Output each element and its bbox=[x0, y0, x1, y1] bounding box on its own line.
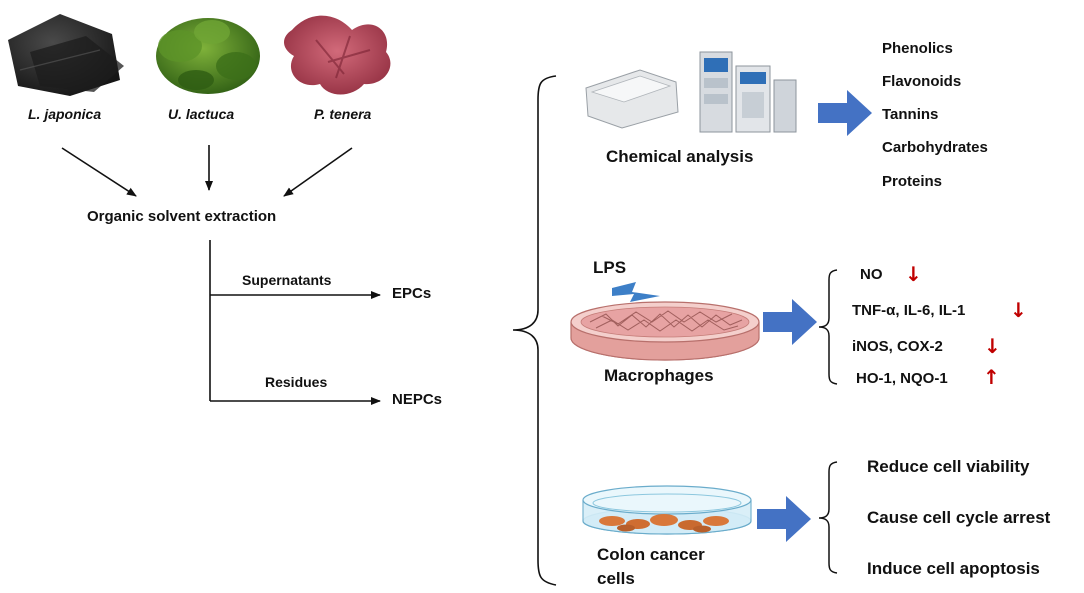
effect-cytokines: TNF-α, IL-6, IL-1 bbox=[852, 302, 966, 319]
macrophage-brace bbox=[818, 269, 838, 385]
hplc-instrument-image bbox=[699, 51, 797, 133]
colon-effect-apoptosis: Induce cell apoptosis bbox=[867, 559, 1040, 578]
spectrophotometer-image bbox=[585, 69, 679, 129]
species-label-p-tenera: P. tenera bbox=[314, 106, 372, 122]
macrophages-label: Macrophages bbox=[604, 366, 714, 385]
chemical-item-tannins: Tannins bbox=[882, 106, 939, 123]
extraction-label: Organic solvent extraction bbox=[87, 208, 277, 225]
colon-cancer-label-line2: cells bbox=[597, 569, 635, 588]
colon-effect-viability: Reduce cell viability bbox=[867, 457, 1030, 476]
residues-label: Residues bbox=[265, 374, 328, 390]
nepcs-label: NEPCs bbox=[392, 391, 443, 408]
chemical-item-proteins: Proteins bbox=[882, 173, 943, 190]
effect-ho1-nqo1: HO-1, NQO-1 bbox=[856, 370, 948, 387]
chemical-analysis-label: Chemical analysis bbox=[606, 147, 754, 166]
species-label-u-lactuca: U. lactuca bbox=[168, 106, 235, 122]
ulva-image bbox=[156, 18, 260, 94]
down-arrow-icon: ↓ bbox=[984, 334, 1001, 358]
chemical-item-flavonoids: Flavonoids bbox=[882, 73, 962, 90]
supernatants-label: Supernatants bbox=[242, 272, 332, 288]
colon-effect-cell-cycle: Cause cell cycle arrest bbox=[867, 508, 1051, 527]
colon-cancer-dish-image bbox=[582, 485, 752, 535]
effect-inos-cox2: iNOS, COX-2 bbox=[852, 338, 943, 355]
macrophage-dish-image bbox=[570, 301, 760, 361]
species-label-l-japonica: L. japonica bbox=[28, 106, 102, 122]
down-arrow-icon: ↓ bbox=[905, 262, 922, 286]
main-brace bbox=[512, 75, 557, 586]
chemical-item-carbohydrates: Carbohydrates bbox=[882, 139, 988, 156]
colon-brace bbox=[818, 461, 838, 574]
block-arrow-chemical bbox=[818, 90, 872, 136]
colon-cancer-label-line1: Colon cancer bbox=[597, 545, 705, 564]
block-arrow-macrophage bbox=[763, 299, 817, 345]
kelp-image bbox=[8, 14, 124, 96]
up-arrow-icon: ↑ bbox=[983, 365, 1000, 389]
chemical-item-phenolics: Phenolics bbox=[882, 40, 953, 57]
lps-label: LPS bbox=[593, 258, 627, 277]
epcs-label: EPCs bbox=[392, 285, 432, 302]
lps-lightning-icon bbox=[612, 282, 660, 302]
down-arrow-icon: ↓ bbox=[1010, 298, 1027, 322]
effect-no: NO bbox=[860, 266, 883, 283]
block-arrow-colon bbox=[757, 496, 811, 542]
porphyra-image bbox=[284, 15, 391, 95]
